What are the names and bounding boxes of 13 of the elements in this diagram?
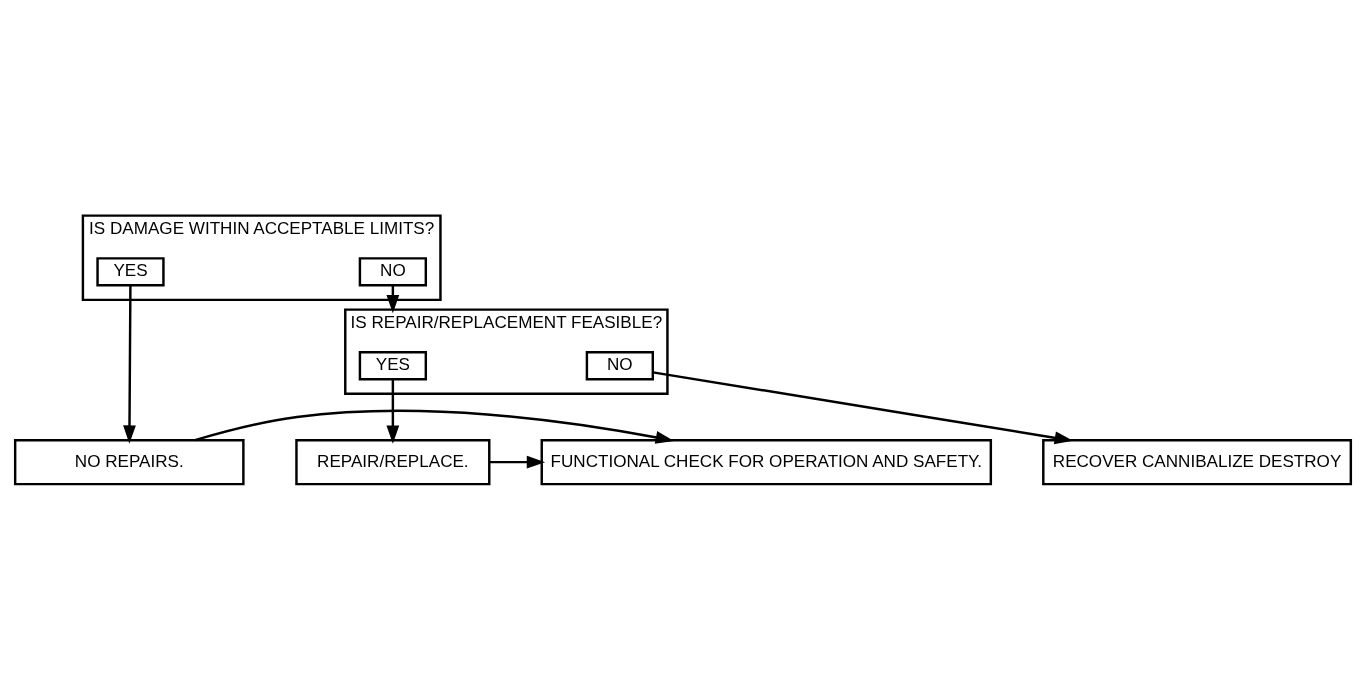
node-box: NO [358, 257, 428, 287]
node-box: NO REPAIRS. [13, 438, 245, 486]
node-box: FUNCTIONAL CHECK FOR OPERATION AND SAFETY. [540, 438, 993, 486]
arrow [123, 285, 136, 444]
node-box: RECOVER CANNIBALIZE DESTROY [1042, 438, 1353, 486]
node-box: NO [585, 351, 654, 381]
arrow [194, 409, 674, 444]
arrow [489, 455, 546, 469]
node-box: YES [358, 351, 428, 381]
arrow [652, 371, 1073, 445]
node-box: REPAIR/REPLACE. [295, 438, 491, 486]
arrow [386, 379, 400, 444]
node-box: YES [96, 257, 165, 287]
